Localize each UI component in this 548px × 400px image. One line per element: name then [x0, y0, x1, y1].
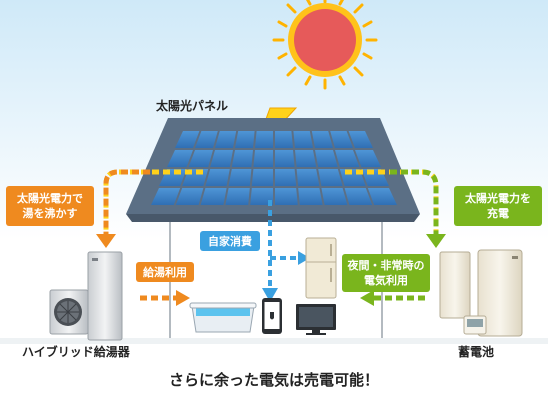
- panel-cell: [275, 150, 295, 167]
- arrow-battery-use: [360, 290, 425, 306]
- panel-cell: [228, 169, 252, 186]
- ground: [0, 338, 548, 344]
- panel-cell: [175, 188, 204, 205]
- panel-cell: [335, 150, 360, 167]
- arrow-to-battery: [345, 169, 446, 248]
- panel-cell: [315, 150, 338, 167]
- panel-cell: [210, 150, 233, 167]
- panel-cell: [311, 131, 333, 148]
- panel-cell: [235, 131, 255, 148]
- panel-cell: [330, 131, 353, 148]
- bathtub-icon: [189, 302, 257, 333]
- panel-cell: [200, 188, 227, 205]
- hot-water-use-label: 給湯利用: [143, 265, 187, 279]
- boil-water-line2: 湯を沸かす: [22, 207, 78, 220]
- panel-cell: [231, 150, 253, 167]
- panel-cell: [344, 188, 373, 205]
- panel-cell: [167, 150, 193, 167]
- solar-panel-label: 太陽光パネル: [156, 99, 229, 113]
- charge-line2: 充電: [487, 207, 509, 220]
- panel-cell: [275, 188, 298, 205]
- panel-cell: [175, 131, 200, 148]
- boil-water-box: 太陽光電力で 湯を沸かす: [6, 186, 94, 226]
- panel-cell: [321, 188, 348, 205]
- panel-cell: [151, 188, 181, 205]
- water-heater-icon: [49, 251, 123, 341]
- panel-cell: [318, 169, 343, 186]
- panel-cell: [250, 188, 273, 205]
- smartphone-icon: [262, 298, 282, 334]
- fridge-icon: [305, 237, 337, 299]
- battery-label: 蓄電池: [458, 345, 495, 359]
- panel-cell: [255, 131, 273, 148]
- panel-cell: [275, 131, 293, 148]
- panel-cell: [348, 131, 373, 148]
- panel-cell: [298, 188, 323, 205]
- panel-cell: [251, 169, 273, 186]
- tv-icon: [296, 304, 336, 335]
- panel-cell: [367, 188, 397, 205]
- charge-box: 太陽光電力を 充電: [454, 186, 542, 226]
- panel-cell: [293, 131, 313, 148]
- caption: さらに余った電気は売電可能！: [168, 371, 379, 389]
- night-emergency-line1: 夜間・非常時の: [347, 259, 425, 272]
- water-heater-label: ハイブリッド給湯器: [22, 345, 130, 359]
- solar-panel: [151, 131, 397, 205]
- sun-icon: [272, 0, 378, 90]
- night-emergency-box: 夜間・非常時の 電気利用: [342, 254, 430, 292]
- panel-cell: [296, 169, 320, 186]
- battery-icon: [439, 249, 523, 337]
- arrow-hot-water: [140, 290, 190, 306]
- self-consumption-label: 自家消費: [208, 234, 252, 248]
- panel-cell: [253, 150, 273, 167]
- boil-water-line1: 太陽光電力で: [17, 192, 83, 205]
- arrow-to-water-heater: [96, 169, 203, 248]
- charge-line1: 太陽光電力を: [465, 192, 531, 205]
- hot-water-use-box: 給湯利用: [136, 262, 194, 282]
- panel-cell: [275, 169, 297, 186]
- panel-cell: [195, 131, 218, 148]
- self-consumption-box: 自家消費: [200, 231, 260, 251]
- panel-cell: [295, 150, 317, 167]
- panel-cell: [225, 188, 250, 205]
- night-emergency-line2: 電気利用: [364, 274, 408, 287]
- panel-cell: [355, 150, 381, 167]
- panel-cell: [205, 169, 230, 186]
- arrow-self-consumption: [262, 200, 310, 302]
- panel-cell: [188, 150, 213, 167]
- panel-cell: [215, 131, 237, 148]
